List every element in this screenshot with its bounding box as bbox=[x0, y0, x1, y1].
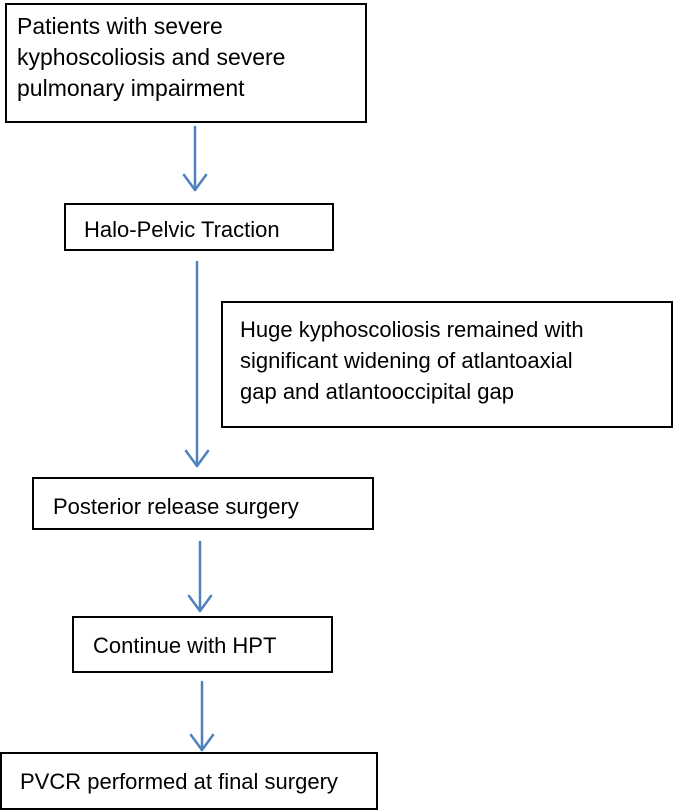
final-surgery-label: PVCR performed at final surgery bbox=[20, 769, 338, 794]
posterior-release-label: Posterior release surgery bbox=[53, 494, 299, 519]
side-note-box: Huge kyphoscoliosis remained with signif… bbox=[221, 301, 673, 428]
arrow-continue-to-final bbox=[189, 680, 215, 752]
final-surgery-box: PVCR performed at final surgery bbox=[0, 752, 378, 810]
side-note-label: Huge kyphoscoliosis remained with signif… bbox=[240, 317, 584, 404]
arrow-traction-to-release bbox=[184, 260, 210, 468]
continue-hpt-box: Continue with HPT bbox=[72, 616, 333, 673]
arrow-release-to-continue bbox=[187, 540, 213, 613]
halo-traction-label: Halo-Pelvic Traction bbox=[84, 217, 280, 242]
posterior-release-box: Posterior release surgery bbox=[32, 477, 374, 530]
halo-traction-box: Halo-Pelvic Traction bbox=[64, 203, 334, 251]
arrow-start-to-traction bbox=[182, 125, 208, 192]
start-box-label: Patients with severe kyphoscoliosis and … bbox=[17, 13, 286, 101]
continue-hpt-label: Continue with HPT bbox=[93, 633, 277, 658]
start-box: Patients with severe kyphoscoliosis and … bbox=[5, 3, 367, 123]
